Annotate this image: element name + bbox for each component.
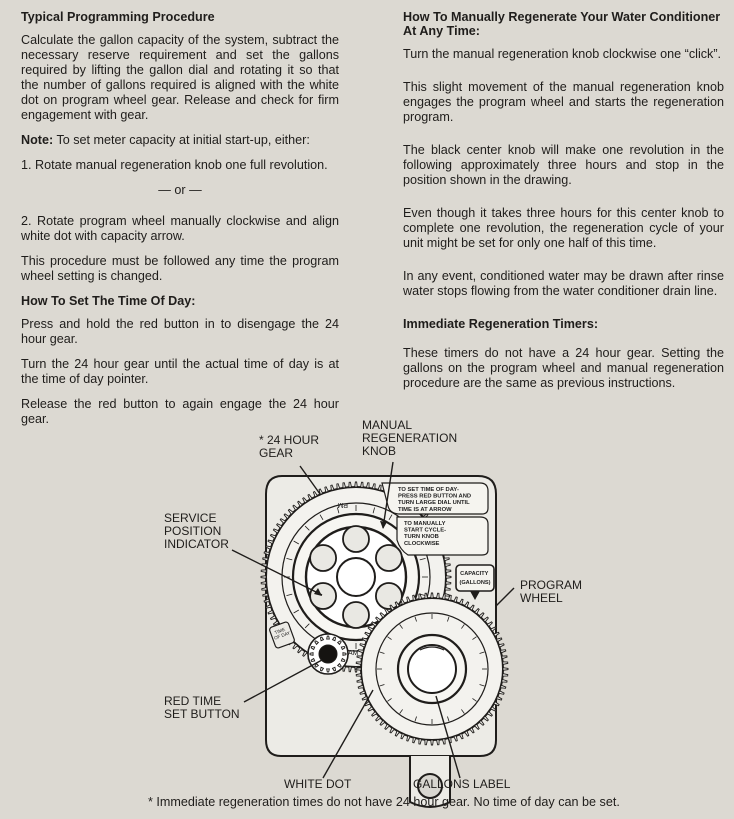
paragraph-any-event: In any event, conditioned water may be d…: [403, 269, 724, 298]
right-column: How To Manually Regenerate Your Water Co…: [403, 10, 724, 401]
label-red-time-set-button: RED TIME SET BUTTON: [164, 694, 240, 721]
leader-lines: [231, 461, 515, 779]
paragraph-three-hours: Even though it takes three hours for thi…: [403, 206, 724, 250]
paragraph-immediate-timers: These timers do not have a 24 hour gear.…: [403, 346, 724, 390]
label-program-wheel: PROGRAM WHEEL: [520, 578, 583, 605]
paragraph-release: Release the red button to again engage t…: [21, 397, 339, 426]
capacity-line2: (GALLONS): [459, 580, 490, 586]
note-text: To set meter capacity at initial start-u…: [53, 133, 310, 147]
note-label: Note:: [21, 133, 54, 147]
pm-label: PM: [337, 501, 348, 508]
paragraph-programming: Calculate the gallon capacity of the sys…: [21, 33, 339, 122]
label-service-position-indicator: SERVICE POSITION INDICATOR: [164, 511, 229, 551]
timer-drawing: TIME OF DAY TO SET TIME OF DAY-PRESS RED…: [231, 461, 515, 808]
red-time-set-button: [307, 633, 349, 675]
paragraph-turn-gear: Turn the 24 hour gear until the actual t…: [21, 357, 339, 386]
timer-diagram: TIME OF DAY TO SET TIME OF DAY-PRESS RED…: [0, 410, 734, 819]
manual-regeneration-knob: [304, 525, 408, 629]
time-of-day-line1: TIME: [274, 627, 286, 635]
label-manual-regeneration-knob: MANUAL REGENERATION KNOB: [362, 418, 458, 458]
mount-hole: [417, 773, 443, 799]
or-separator: — or —: [158, 183, 202, 197]
time-of-day-line2: OF DAY: [273, 630, 290, 640]
time-of-day-plate: TIME OF DAY: [269, 621, 295, 649]
svg-text:TO SET TIME OF DAY-PRESS RED B: TO SET TIME OF DAY-PRESS RED BUTTON ANDT…: [398, 487, 471, 513]
paragraph-slight-movement: This slight movement of the manual regen…: [403, 80, 724, 124]
program-wheel: [355, 592, 509, 746]
heading-typical-programming: Typical Programming Procedure: [21, 10, 215, 24]
capacity-line1: CAPACITY: [460, 571, 488, 577]
left-column: Typical Programming Procedure Calculate …: [21, 10, 339, 437]
capacity-plate: CAPACITY (GALLONS): [455, 564, 495, 600]
paragraph-black-knob: The black center knob will make one revo…: [403, 143, 724, 187]
svg-text:TIME OF DAY: TIME OF DAY: [272, 626, 291, 641]
footnote: * Immediate regeneration times do not ha…: [148, 795, 620, 809]
label-white-dot: WHITE DOT: [284, 777, 352, 791]
list-item-1: 1. Rotate manual regeneration knob one f…: [21, 158, 328, 172]
paragraph-turn-knob: Turn the manual regeneration knob clockw…: [403, 47, 722, 61]
note-paragraph: Note: To set meter capacity at initial s…: [21, 133, 339, 148]
leader-arrowheads: [314, 521, 387, 596]
paragraph-procedure: This procedure must be followed any time…: [21, 254, 339, 283]
list-item-2: 2. Rotate program wheel manually clockwi…: [21, 214, 339, 243]
heading-set-time: How To Set The Time Of Day:: [21, 294, 196, 308]
label-24-hour-gear: * 24 HOUR GEAR: [259, 433, 320, 460]
heading-immediate-timers: Immediate Regeneration Timers:: [403, 317, 599, 331]
svg-text:CAPACITY (GALLONS): CAPACITY (GALLONS): [459, 571, 490, 586]
label-gallons: GALLONS LABEL: [413, 777, 511, 791]
am-label: AM: [348, 650, 359, 657]
paragraph-press-hold: Press and hold the red button in to dise…: [21, 317, 339, 346]
heading-manual-regenerate: How To Manually Regenerate Your Water Co…: [403, 10, 721, 38]
